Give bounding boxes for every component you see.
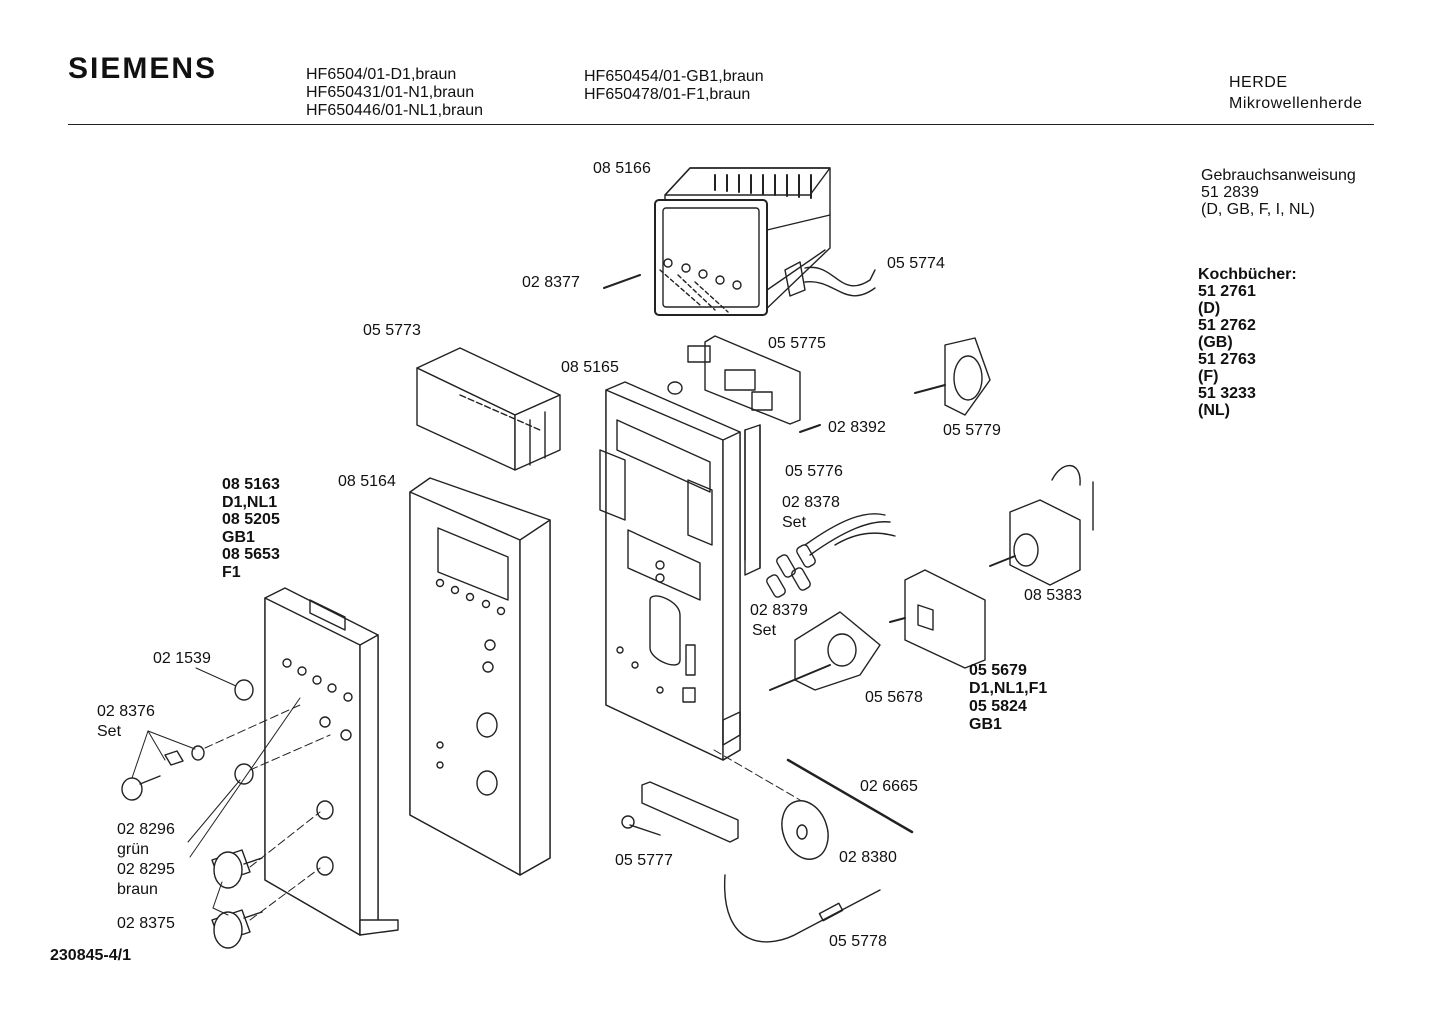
label-line: braun <box>117 881 158 898</box>
model-item: HF650478/01-F1,braun <box>584 86 751 103</box>
cable-part <box>725 875 880 942</box>
label-085166: 08 5166 <box>593 160 651 177</box>
label-028392: 02 8392 <box>828 419 886 436</box>
label-055777: 05 5777 <box>615 852 673 869</box>
label-line: 08 5653 <box>222 546 280 563</box>
label-set-c: Set <box>97 723 122 740</box>
pin-part <box>604 275 640 288</box>
label-055678: 05 5678 <box>865 689 923 706</box>
model-item: HF650431/01-N1,braun <box>306 84 475 101</box>
relay-block-part <box>890 570 985 668</box>
label-055776: 05 5776 <box>785 463 843 480</box>
front-panel-part <box>410 478 550 875</box>
label-line: D1,NL1,F1 <box>969 680 1048 697</box>
label-line: 05 5679 <box>969 662 1027 679</box>
connector-set-part <box>765 514 895 599</box>
label-028379: 02 8379 <box>750 602 808 619</box>
cookbook-line: 51 3233 <box>1198 385 1256 402</box>
brand-logo: SIEMENS <box>68 52 218 85</box>
frame-part <box>600 382 760 760</box>
leader-lines-left <box>132 668 330 920</box>
label-085163-block: 08 5163 D1,NL1 08 5205 GB1 08 5653 F1 <box>222 476 280 581</box>
label-055775: 05 5775 <box>768 335 826 352</box>
label-055773: 05 5773 <box>363 322 421 339</box>
label-028380: 02 8380 <box>839 849 897 866</box>
knobs-part <box>212 850 262 948</box>
label-line: GB1 <box>222 528 255 546</box>
label-set-b: Set <box>752 622 777 639</box>
label-055774: 05 5774 <box>887 255 945 272</box>
disc-part <box>774 794 836 865</box>
cover-block-part <box>417 348 560 470</box>
label-line: D1,NL1 <box>222 493 278 511</box>
rod-part <box>788 760 912 832</box>
label-055679-block: 05 5679 D1,NL1,F1 05 5824 GB1 <box>969 662 1047 734</box>
label-line: 02 8295 <box>117 861 175 878</box>
label-set-a: Set <box>782 514 807 531</box>
label-026665: 02 6665 <box>860 778 918 795</box>
category-title: HERDE Mikrowellenherde <box>1229 72 1362 114</box>
buttons-part <box>122 680 253 800</box>
label-line: 02 8296 <box>117 821 175 838</box>
cookbook-line: 51 2763 <box>1198 351 1256 368</box>
manual-info: Gebrauchsanweisung 51 2839 (D, GB, F, I,… <box>1201 167 1356 218</box>
label-055779: 05 5779 <box>943 422 1001 439</box>
drawing-number: 230845-4/1 <box>50 947 131 964</box>
label-line: grün <box>117 841 150 858</box>
cookbook-line: (F) <box>1198 368 1219 385</box>
thermostat-part <box>990 466 1093 585</box>
model-item: HF6504/01-D1,braun <box>306 66 457 83</box>
label-028377: 02 8377 <box>522 274 580 291</box>
rotary-switch-part <box>770 612 880 690</box>
model-list-2: HF650454/01-GB1,braun HF650478/01-F1,bra… <box>584 68 764 104</box>
cookbook-info: Kochbücher: 51 2761 (D) 51 2762 (GB) 51 … <box>1198 266 1297 419</box>
bracket-part <box>622 782 738 842</box>
label-028378: 02 8378 <box>782 494 840 511</box>
cookbook-line: 51 2762 <box>1198 317 1256 334</box>
model-list-1: HF6504/01-D1,braun HF650431/01-N1,braun … <box>306 66 483 120</box>
label-085165: 08 5165 <box>561 359 619 376</box>
label-line: 08 5205 <box>222 511 280 528</box>
cookbook-line: (NL) <box>1198 402 1230 419</box>
label-line: 08 5163 <box>222 476 280 493</box>
cookbook-line: (D) <box>1198 300 1221 317</box>
manual-langs: (D, GB, F, I, NL) <box>1201 201 1315 218</box>
manual-title: Gebrauchsanweisung <box>1201 167 1356 184</box>
switch-part <box>915 338 990 415</box>
label-021539: 02 1539 <box>153 650 211 667</box>
model-item: HF650446/01-NL1,braun <box>306 102 484 119</box>
label-055778: 05 5778 <box>829 933 887 950</box>
manual-number: 51 2839 <box>1201 184 1259 201</box>
category-line: Mikrowellenherde <box>1229 95 1363 112</box>
control-panel-part <box>265 588 398 935</box>
label-028376: 02 8376 <box>97 703 155 720</box>
cookbook-line: (GB) <box>1198 334 1233 351</box>
label-line: 05 5824 <box>969 698 1027 715</box>
label-085383: 08 5383 <box>1024 587 1082 604</box>
display-module-part <box>655 168 875 315</box>
label-028296-block: 02 8296 grün 02 8295 braun <box>117 820 175 900</box>
label-028375: 02 8375 <box>117 915 175 932</box>
cookbook-line: 51 2761 <box>1198 283 1256 300</box>
header-divider <box>68 124 1374 125</box>
label-085164: 08 5164 <box>338 473 396 490</box>
pcb-part <box>668 336 820 432</box>
label-line: F1 <box>222 563 241 581</box>
category-line: HERDE <box>1229 74 1288 91</box>
model-item: HF650454/01-GB1,braun <box>584 68 764 85</box>
label-line: GB1 <box>969 716 1002 733</box>
cookbooks-title: Kochbücher: <box>1198 266 1297 283</box>
